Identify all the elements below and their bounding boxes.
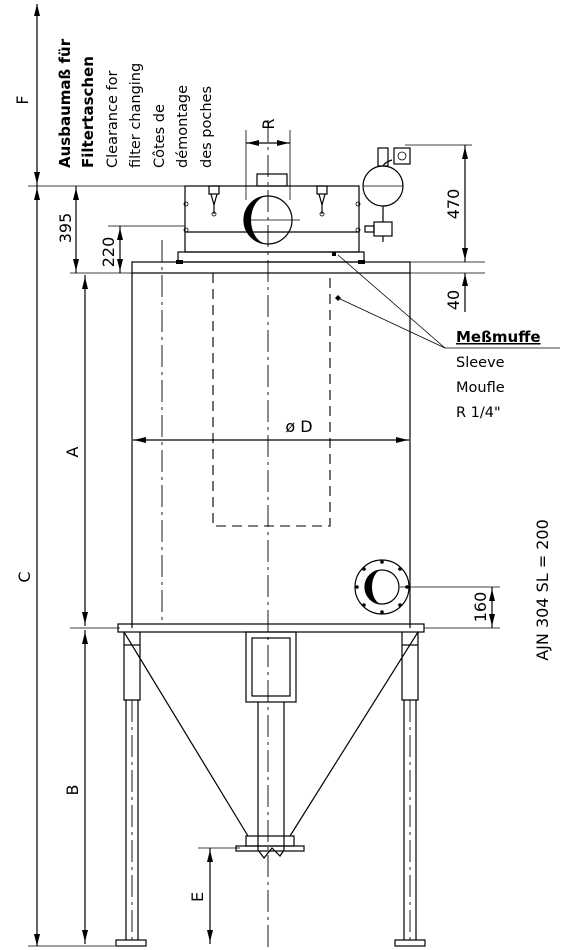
inlet-nozzle bbox=[354, 559, 410, 615]
dim-160-label: 160 bbox=[471, 592, 490, 623]
dim-a-label: A bbox=[63, 446, 82, 457]
clamp-right bbox=[316, 185, 328, 217]
clearance-fr-3: des poches bbox=[199, 86, 215, 168]
dim-40-label: 40 bbox=[444, 290, 463, 310]
top-housing bbox=[131, 130, 485, 312]
pressure-gauge bbox=[362, 147, 411, 242]
dim-220-label: 220 bbox=[99, 237, 118, 268]
dim-d-label: ø D bbox=[285, 417, 312, 436]
sleeve-fr: Moufle bbox=[456, 380, 505, 396]
clamp-left bbox=[208, 185, 220, 217]
clearance-fr-1: Côtes de bbox=[152, 104, 168, 168]
dim-f-label: F bbox=[13, 95, 32, 104]
dim-470-label: 470 bbox=[444, 189, 463, 220]
sleeve-en: Sleeve bbox=[456, 355, 505, 371]
clearance-fr-2: démontage bbox=[175, 85, 191, 168]
clearance-en-2: filter changing bbox=[128, 63, 144, 168]
filter-body bbox=[117, 120, 560, 950]
labels: F Ausbaumaß für Filtertaschen Clearance … bbox=[13, 38, 552, 902]
clearance-note: Ausbaumaß für Filtertaschen Clearance fo… bbox=[56, 38, 215, 168]
dim-c-label: C bbox=[15, 571, 34, 582]
clearance-title-1: Ausbaumaß für bbox=[56, 38, 74, 168]
sleeve-note: Meßmuffe Sleeve Moufle R 1/4" bbox=[456, 328, 541, 421]
clearance-title-2: Filtertaschen bbox=[79, 56, 97, 168]
dim-r-label: R bbox=[259, 118, 278, 129]
clearance-en-1: Clearance for bbox=[105, 71, 121, 168]
dim-395-label: 395 bbox=[56, 213, 75, 244]
left-dimension-lines bbox=[28, 4, 250, 947]
model-label: AJN 304 SL = 200 bbox=[533, 519, 552, 661]
sleeve-title: Meßmuffe bbox=[456, 328, 541, 346]
sleeve-size: R 1/4" bbox=[456, 405, 501, 421]
dim-b-label: B bbox=[63, 785, 82, 796]
hopper-and-legs bbox=[115, 631, 426, 947]
housing-bolts bbox=[176, 201, 365, 264]
dim-e-label: E bbox=[188, 892, 207, 902]
